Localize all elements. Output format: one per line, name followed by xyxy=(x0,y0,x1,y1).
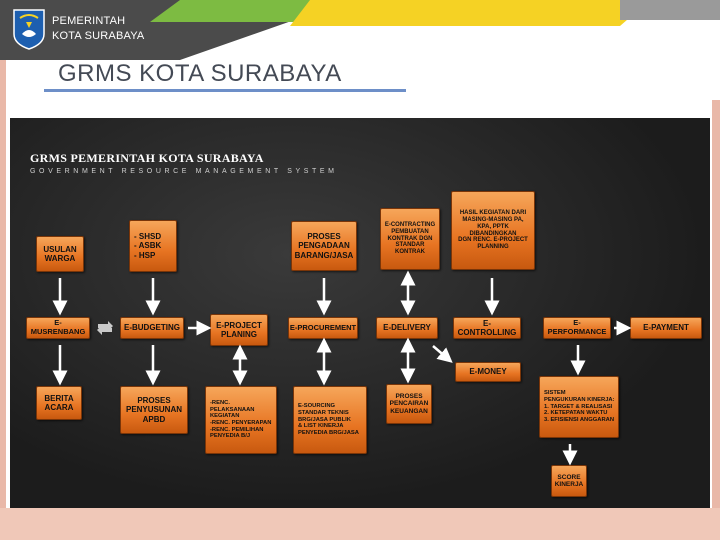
city-emblem-icon xyxy=(12,8,46,50)
e-project-planing-box: E-PROJECT PLANING xyxy=(210,314,268,346)
proses-pengadaan-box: PROSES PENGADAAN BARANG/JASA xyxy=(291,221,357,271)
e-budgeting-box: E-BUDGETING xyxy=(120,317,184,339)
header-band-grey xyxy=(620,0,720,20)
bottom-band xyxy=(0,508,720,540)
score-kinerja-box: SCORE KINERJA xyxy=(551,465,587,497)
e-sourcing-box: E-SOURCING STANDAR TEKNIS BRG/JASA PUBLI… xyxy=(293,386,367,454)
org-name-line1: PEMERINTAH xyxy=(52,15,126,27)
e-contracting-box: E-CONTRACTING PEMBUATAN KONTRAK DGN STAN… xyxy=(380,208,440,270)
left-border-band xyxy=(0,60,6,540)
e-performance-box: E-PERFORMANCE xyxy=(543,317,611,339)
hasil-kegiatan-box: HASIL KEGIATAN DARI MASING-MASING PA, KP… xyxy=(451,191,535,270)
arrow-delivery-to-money xyxy=(432,345,453,363)
e-musrenbang-box: E-MUSRENBANG xyxy=(26,317,90,339)
flow-arrows xyxy=(52,270,632,466)
slide-title: GRMS KOTA SURABAYA xyxy=(58,60,342,87)
diagram-subtitle: GOVERNMENT RESOURCE MANAGEMENT SYSTEM xyxy=(30,168,338,175)
e-controlling-box: E-CONTROLLING xyxy=(453,317,521,339)
right-border-band xyxy=(712,100,720,540)
org-name-line2: KOTA SURABAYA xyxy=(52,30,145,42)
diagram-title: GRMS PEMERINTAH KOTA SURABAYA xyxy=(30,151,264,165)
e-money-box: E-MONEY xyxy=(455,362,521,382)
renc-pelaksanaan-box: -RENC. PELAKSANAAN KEGIATAN -RENC. PENYE… xyxy=(205,386,277,454)
exchange-arrows-icon xyxy=(97,321,113,335)
title-underline xyxy=(44,89,406,92)
shsd-asbk-hsp-box: - SHSD - ASBK - HSP xyxy=(129,220,177,272)
grms-diagram-panel: GRMS PEMERINTAH KOTA SURABAYA GOVERNMENT… xyxy=(10,118,710,508)
sistem-pengukuran-box: SISTEM PENGUKURAN KINERJA: 1. TARGET & R… xyxy=(539,376,619,438)
berita-acara-box: BERITA ACARA xyxy=(36,386,82,420)
header-band-green xyxy=(150,0,340,22)
proses-penyusunan-apbd-box: PROSES PENYUSUNAN APBD xyxy=(120,386,188,434)
usulan-warga-box: USULAN WARGA xyxy=(36,236,84,272)
header-band-yellow xyxy=(290,0,650,26)
proses-pencairan-box: PROSES PENCAIRAN KEUANGAN xyxy=(386,384,432,424)
